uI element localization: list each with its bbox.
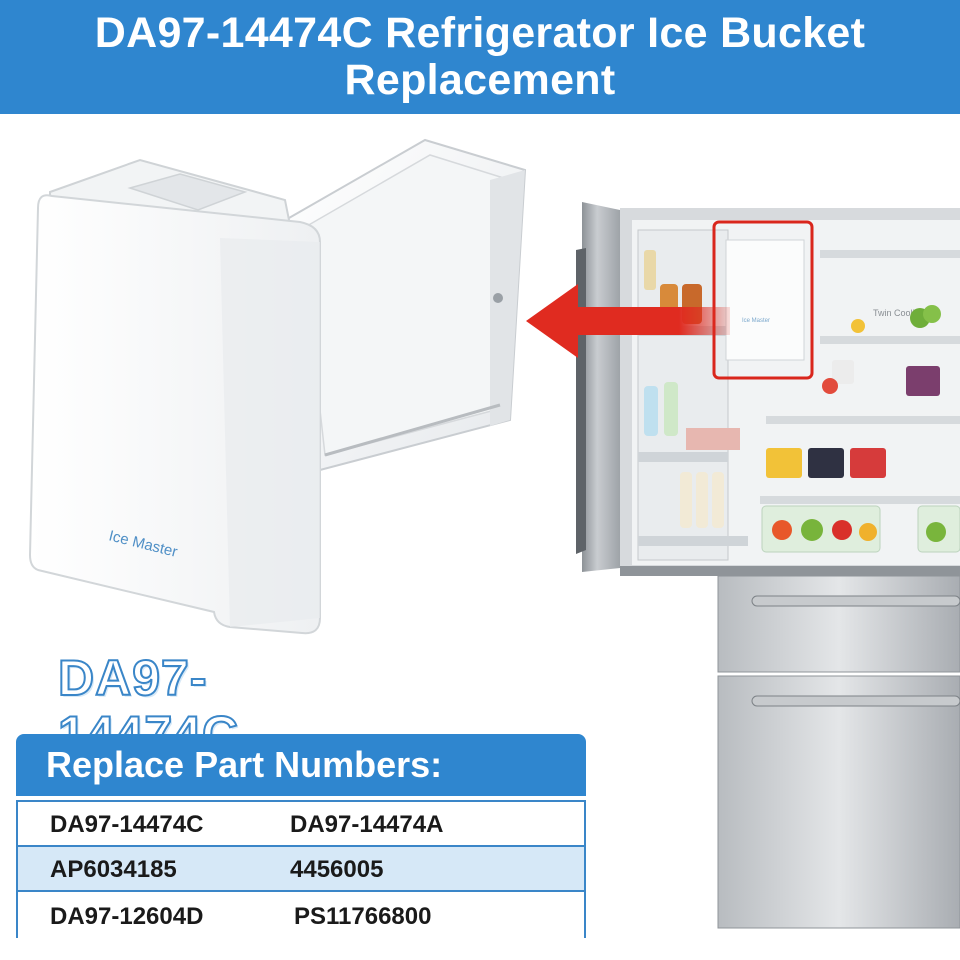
part-number-cell: DA97-12604D — [50, 903, 204, 930]
title-banner: DA97-14474C Refrigerator Ice Bucket Repl… — [0, 0, 960, 114]
part-number-cell: DA97-14474A — [290, 811, 444, 838]
part-number-cell: PS11766800 — [294, 903, 432, 930]
parts-table: DA97-14474C DA97-14474A AP6034185 445600… — [16, 800, 586, 939]
red-arrow-icon — [526, 284, 730, 358]
parts-table-heading: Replace Part Numbers: — [16, 734, 586, 796]
table-row: DA97-12604D PS11766800 — [18, 894, 584, 939]
part-number-cell: 4456005 — [290, 856, 384, 883]
fridge-badge-text: Twin Cooling — [873, 308, 925, 318]
fridge-bucket-brand-text: Ice Master — [742, 318, 770, 324]
ice-bucket-image: Ice Master — [28, 138, 527, 635]
part-number-heading: DA97-14474C — [57, 649, 239, 763]
page-title: DA97-14474C Refrigerator Ice Bucket Repl… — [94, 9, 866, 104]
table-row: AP6034185 4456005 — [18, 847, 584, 892]
part-number-cell: DA97-14474C — [50, 811, 204, 838]
table-row: DA97-14474C DA97-14474A — [18, 802, 584, 847]
part-number-cell: AP6034185 — [50, 856, 177, 883]
